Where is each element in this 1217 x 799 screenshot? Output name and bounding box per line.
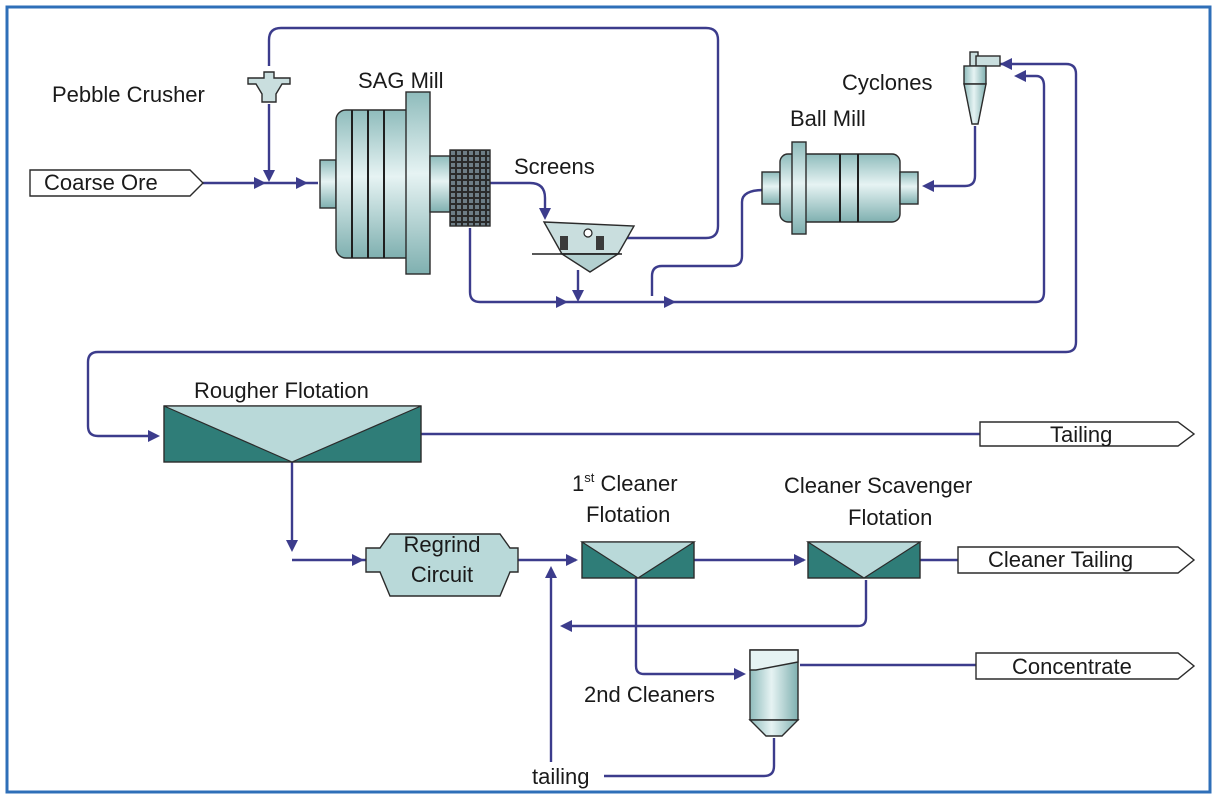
pebble-recycle-line: [267, 26, 720, 240]
trommel-screen: [449, 149, 491, 227]
arrow-rougher-conc: [286, 540, 298, 552]
scavenger-label-line2: Flotation: [848, 505, 932, 530]
second-tailing-line: [604, 738, 776, 778]
cyclone-overflow-line: [86, 62, 1078, 438]
cleaner-tailing-label: Cleaner Tailing: [988, 547, 1133, 572]
arrow-sump-2: [664, 296, 676, 308]
cleaner-tailing-tag: Cleaner Tailing: [957, 546, 1196, 574]
arrow-2nd-in: [734, 668, 746, 680]
tailing-label: Tailing: [1050, 422, 1112, 447]
sag-to-screens-line: [478, 181, 547, 214]
vibrating-screen-icon: [532, 221, 636, 273]
arrow-scav-in: [794, 554, 806, 566]
rougher-flotation-label: Rougher Flotation: [194, 378, 369, 403]
rougher-flotation-cell: [163, 405, 422, 463]
concentrate-label: Concentrate: [1012, 654, 1132, 679]
second-tailing-label: tailing: [532, 764, 589, 789]
ball-mill-icon: [761, 141, 919, 235]
regrind-label-line2: Circuit: [411, 562, 473, 587]
ball-mill-label: Ball Mill: [790, 106, 866, 131]
second-cleaner-column: [748, 649, 800, 737]
flow-arrows: [148, 58, 1026, 680]
arrow-to-screens: [539, 208, 551, 220]
tailing-tag: Tailing: [979, 421, 1196, 447]
regrind-label-line1: Regrind: [403, 532, 480, 557]
cleaner-to-2nd-line: [634, 578, 742, 676]
scavenger-recycle-line: [566, 580, 868, 628]
first-cleaner-cell: [579, 541, 697, 579]
arrow-recycle: [560, 620, 572, 632]
sag-mill-label: SAG Mill: [358, 68, 444, 93]
regrind-circuit-box: [365, 533, 519, 597]
arrow-feed-2: [296, 177, 308, 189]
coarse-ore-tag: Coarse Ore: [29, 169, 204, 197]
cyclone-underflow-line: [926, 126, 977, 188]
arrow-feed-1: [254, 177, 266, 189]
first-cleaner-label-line2: Flotation: [586, 502, 670, 527]
arrow-regrind-in: [352, 554, 364, 566]
arrow-undersize: [572, 290, 584, 302]
second-cleaners-label: 2nd Cleaners: [584, 682, 715, 707]
concentrate-tag: Concentrate: [975, 652, 1196, 680]
scavenger-label-line1: Cleaner Scavenger: [784, 473, 972, 498]
arrow-sump-1: [556, 296, 568, 308]
arrow-cyclone-under: [922, 180, 934, 192]
cleaner-scavenger-cell: [805, 541, 923, 579]
flow-lines: [86, 26, 1078, 778]
arrow-cleaner-in: [566, 554, 578, 566]
arrow-crusher-down: [263, 170, 275, 182]
arrow-cyclone-feed: [1014, 70, 1026, 82]
screens-label: Screens: [514, 154, 595, 179]
pebble-crusher-icon: [247, 71, 291, 103]
arrow-rougher-in: [148, 430, 160, 442]
diagram-frame: [5, 5, 1212, 794]
cyclones-label: Cyclones: [842, 70, 932, 95]
pebble-crusher-label: Pebble Crusher: [52, 82, 205, 107]
arrow-overflow-in: [1000, 58, 1012, 70]
arrow-tailing-up: [545, 566, 557, 578]
ball-mill-discharge-line: [650, 188, 765, 296]
sag-to-sump-line: [468, 74, 1046, 304]
cyclone-icon: [963, 51, 1001, 125]
sag-mill-icon: [319, 91, 491, 275]
first-cleaner-label-line1: 1st Cleaner: [572, 470, 678, 496]
coarse-ore-label: Coarse Ore: [44, 170, 158, 195]
